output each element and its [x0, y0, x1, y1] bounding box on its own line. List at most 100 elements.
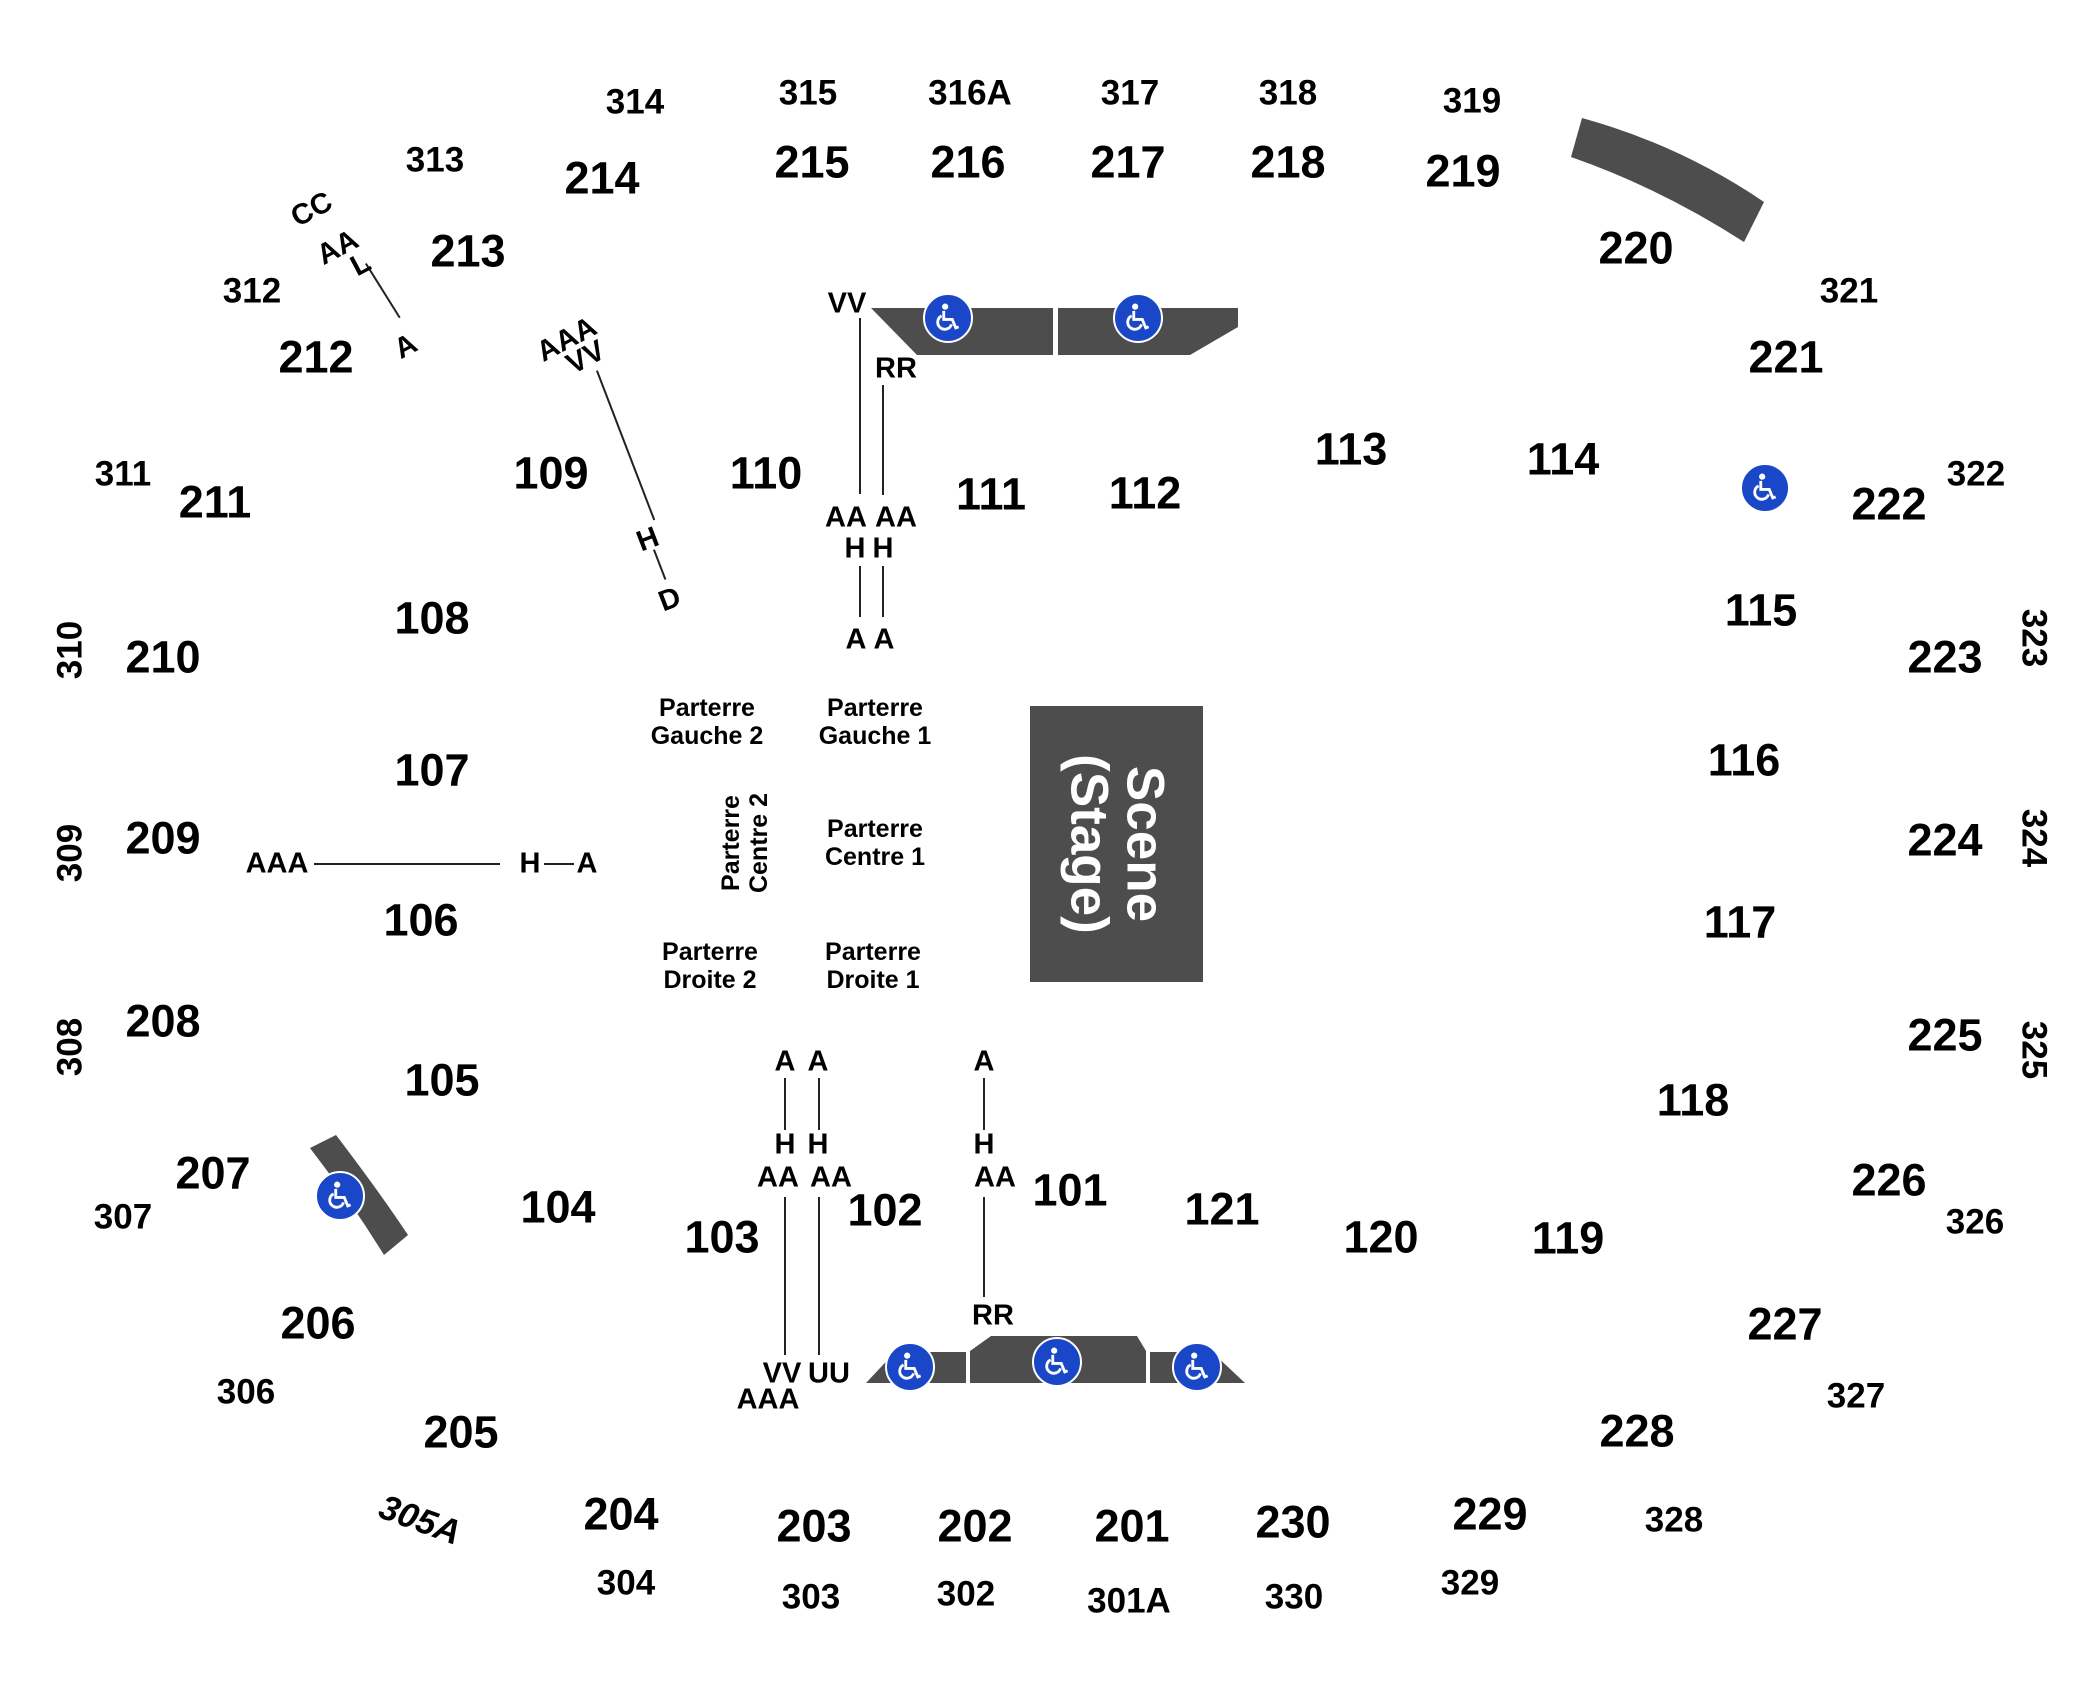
section-324[interactable]: 324	[2014, 808, 2054, 868]
wheelchair-icon[interactable]	[885, 1342, 935, 1392]
section-101[interactable]: 101	[1032, 1164, 1108, 1216]
row-line	[859, 318, 861, 494]
section-104[interactable]: 104	[520, 1181, 596, 1233]
section-114[interactable]: 114	[1526, 433, 1600, 485]
section-328[interactable]: 328	[1644, 1500, 1704, 1540]
wheelchair-icon[interactable]	[1113, 293, 1163, 343]
section-230[interactable]: 230	[1255, 1496, 1331, 1548]
section-211[interactable]: 211	[178, 476, 252, 528]
section-210[interactable]: 210	[125, 631, 201, 683]
section-228[interactable]: 228	[1599, 1405, 1675, 1457]
section-102[interactable]: 102	[847, 1184, 923, 1236]
section-318[interactable]: 318	[1258, 73, 1318, 113]
row-label: H	[844, 532, 866, 565]
section-311[interactable]: 311	[94, 454, 152, 494]
section-326[interactable]: 326	[1945, 1202, 2005, 1242]
section-226[interactable]: 226	[1851, 1154, 1927, 1206]
section-221[interactable]: 221	[1748, 331, 1824, 383]
section-115[interactable]: 115	[1724, 584, 1798, 636]
wheelchair-icon[interactable]	[1172, 1342, 1222, 1392]
section-301A[interactable]: 301A	[1087, 1581, 1171, 1621]
section-308[interactable]: 308	[50, 1017, 90, 1077]
section-309[interactable]: 309	[50, 823, 90, 883]
section-223[interactable]: 223	[1907, 631, 1983, 683]
section-118[interactable]: 118	[1656, 1074, 1730, 1126]
section-310[interactable]: 310	[50, 620, 90, 680]
section-214[interactable]: 214	[564, 152, 640, 204]
row-label: AAA	[245, 847, 309, 880]
section-327[interactable]: 327	[1826, 1376, 1886, 1416]
row-label: RR	[972, 1299, 1014, 1332]
section-218[interactable]: 218	[1250, 136, 1326, 188]
section-307[interactable]: 307	[93, 1197, 153, 1237]
wheelchair-icon[interactable]	[923, 293, 973, 343]
section-119[interactable]: 119	[1531, 1212, 1605, 1264]
section-319[interactable]: 319	[1442, 81, 1502, 121]
section-111[interactable]: 111	[955, 468, 1027, 520]
section-213[interactable]: 213	[430, 225, 506, 277]
section-313[interactable]: 313	[405, 140, 465, 180]
section-209[interactable]: 209	[125, 812, 201, 864]
section-117[interactable]: 117	[1703, 896, 1777, 948]
section-106[interactable]: 106	[383, 894, 459, 946]
section-110[interactable]: 110	[729, 447, 803, 499]
section-229[interactable]: 229	[1452, 1488, 1528, 1540]
section-204[interactable]: 204	[583, 1488, 659, 1540]
section-121[interactable]: 121	[1184, 1183, 1260, 1235]
section-109[interactable]: 109	[513, 447, 589, 499]
section-105[interactable]: 105	[404, 1054, 480, 1106]
section-321[interactable]: 321	[1819, 271, 1879, 311]
section-208[interactable]: 208	[125, 995, 201, 1047]
section-315[interactable]: 315	[778, 73, 838, 113]
section-220[interactable]: 220	[1598, 222, 1674, 274]
section-203[interactable]: 203	[776, 1500, 852, 1552]
section-227[interactable]: 227	[1747, 1298, 1823, 1350]
section-120[interactable]: 120	[1343, 1211, 1419, 1263]
section-201[interactable]: 201	[1094, 1500, 1170, 1552]
section-217[interactable]: 217	[1090, 136, 1166, 188]
section-215[interactable]: 215	[774, 136, 850, 188]
section-316A[interactable]: 316A	[928, 73, 1012, 113]
section-107[interactable]: 107	[394, 744, 470, 796]
row-label: RR	[875, 352, 917, 385]
row-label: H	[973, 1128, 995, 1161]
section-303[interactable]: 303	[781, 1577, 841, 1617]
section-212[interactable]: 212	[278, 331, 354, 383]
section-317[interactable]: 317	[1100, 73, 1160, 113]
stage-label: Scene (Stage)	[1059, 754, 1175, 934]
wheelchair-icon[interactable]	[315, 1171, 365, 1221]
section-206[interactable]: 206	[280, 1297, 356, 1349]
section-112[interactable]: 112	[1108, 467, 1182, 519]
section-304[interactable]: 304	[596, 1563, 656, 1603]
section-302[interactable]: 302	[936, 1574, 996, 1614]
section-116[interactable]: 116	[1707, 734, 1781, 786]
section-222[interactable]: 222	[1851, 478, 1927, 530]
wheelchair-icon[interactable]	[1032, 1337, 1082, 1387]
section-216[interactable]: 216	[930, 136, 1006, 188]
section-224[interactable]: 224	[1907, 814, 1983, 866]
section-108[interactable]: 108	[394, 592, 470, 644]
section-322[interactable]: 322	[1946, 454, 2006, 494]
section-306[interactable]: 306	[216, 1372, 276, 1412]
section-330[interactable]: 330	[1264, 1577, 1324, 1617]
section-325[interactable]: 325	[2014, 1020, 2054, 1080]
section-205[interactable]: 205	[423, 1406, 499, 1458]
row-label: H	[774, 1128, 796, 1161]
section-329[interactable]: 329	[1440, 1563, 1500, 1603]
section-312[interactable]: 312	[222, 271, 282, 311]
section-323[interactable]: 323	[2014, 608, 2054, 668]
section-207[interactable]: 207	[175, 1147, 251, 1199]
section-314[interactable]: 314	[605, 82, 665, 122]
wheelchair-icon[interactable]	[1740, 463, 1790, 513]
section-202[interactable]: 202	[937, 1500, 1013, 1552]
section-219[interactable]: 219	[1425, 145, 1501, 197]
section-113[interactable]: 113	[1314, 423, 1388, 475]
section-103[interactable]: 103	[684, 1211, 760, 1263]
section-225[interactable]: 225	[1907, 1009, 1983, 1061]
